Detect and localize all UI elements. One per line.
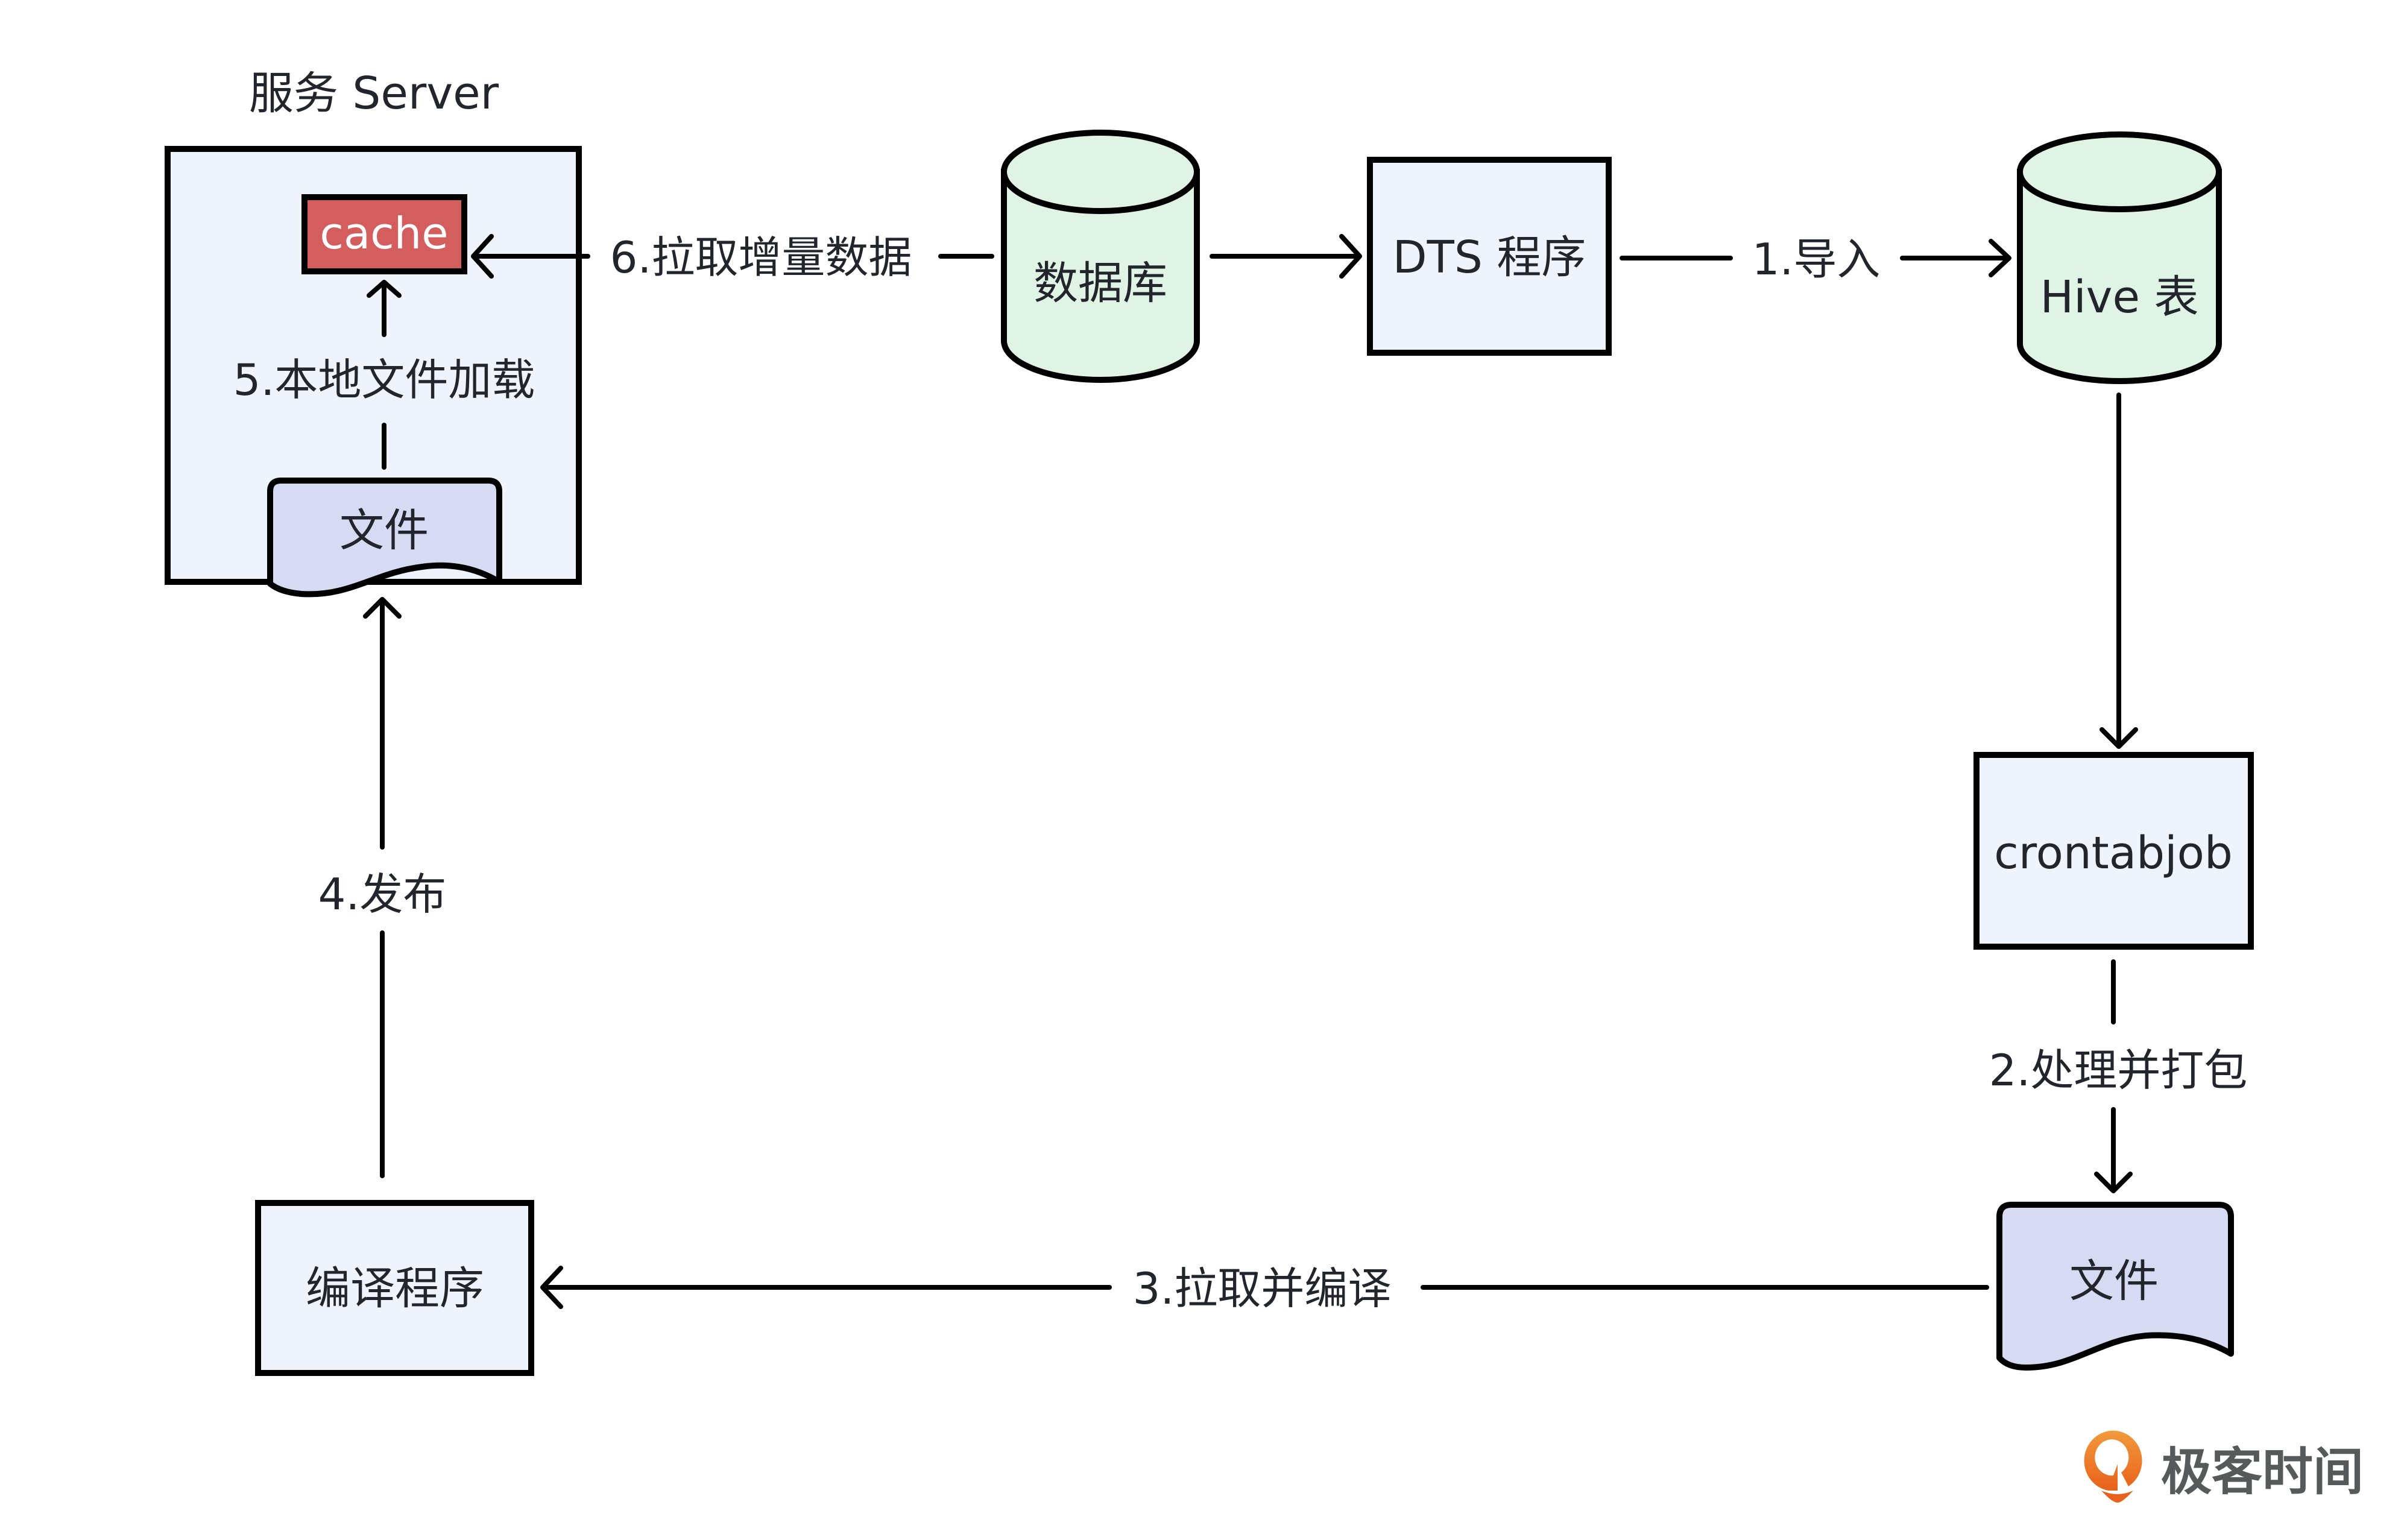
hive-label: Hive 表 — [2040, 271, 2198, 323]
edge-step4-arrowhead — [363, 597, 402, 619]
edge-step4-label: 4.发布 — [318, 869, 447, 920]
edge-step2-label: 2.处理并打包 — [1989, 1045, 2248, 1096]
database-label: 数据库 — [1033, 257, 1167, 309]
crontab-label: crontabjob — [1994, 827, 2233, 879]
output-file-label: 文件 — [2069, 1255, 2159, 1307]
edge-step5-arrowhead — [367, 280, 402, 298]
edge-step1-label: 1.导入 — [1752, 234, 1881, 285]
compiler-box[interactable] — [255, 1200, 534, 1376]
output-file-shape[interactable] — [1996, 1202, 2234, 1371]
edge-step3-arrowhead — [540, 1266, 563, 1309]
hive-cylinder[interactable] — [2017, 131, 2222, 384]
server-file-label: 文件 — [339, 505, 429, 557]
edge-hive-crontab-arrowhead — [2100, 727, 2138, 749]
edge-step6-label: 6.拉取增量数据 — [610, 232, 912, 283]
edge-db-dts-arrowhead — [1339, 234, 1362, 279]
dts-box[interactable] — [1367, 157, 1612, 356]
edge-step2-arrowhead — [2094, 1172, 2133, 1193]
crontab-box[interactable] — [1973, 752, 2254, 950]
cache-box[interactable] — [301, 194, 467, 274]
brand-logo-icon — [2084, 1430, 2142, 1503]
compiler-label: 编译程序 — [306, 1263, 484, 1314]
edge-step3-label: 3.拉取并编译 — [1133, 1263, 1392, 1314]
edge-step5-label: 5.本地文件加载 — [233, 355, 535, 405]
edge-step1-arrowhead — [1989, 239, 2011, 277]
server-file-shape[interactable] — [267, 478, 502, 598]
dts-label: DTS 程序 — [1393, 232, 1586, 283]
server-title: 服务 Server — [249, 68, 499, 119]
database-cylinder[interactable] — [1001, 130, 1200, 383]
cache-label: cache — [320, 208, 448, 259]
brand-logo-text: 极客时间 — [2161, 1442, 2364, 1501]
edge-step6-arrowhead — [471, 234, 494, 279]
